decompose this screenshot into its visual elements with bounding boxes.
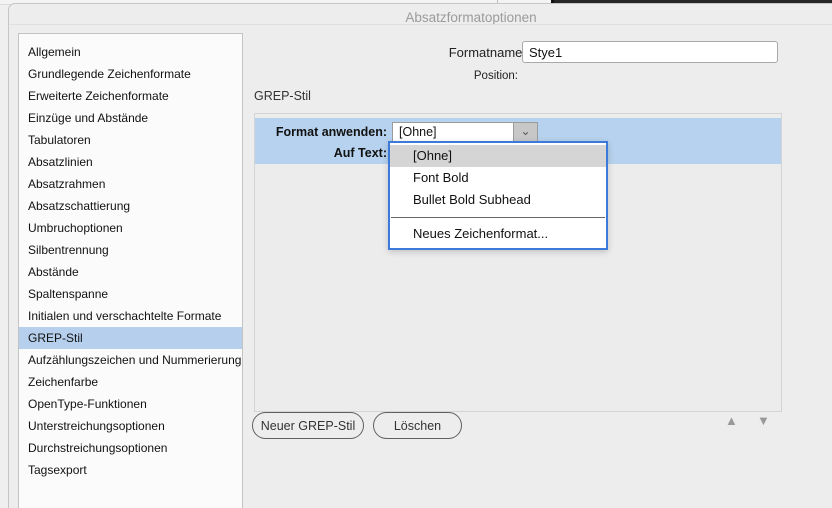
menu-separator (391, 217, 605, 218)
sidebar-item[interactable]: Aufzählungszeichen und Nummerierung (28, 353, 242, 367)
delete-button[interactable]: Löschen (373, 412, 462, 439)
move-up-icon[interactable]: ▲ (725, 413, 738, 428)
sidebar-item[interactable]: Zeichenfarbe (28, 375, 99, 389)
sidebar-item[interactable]: Initialen und verschachtelte Formate (28, 309, 222, 323)
menu-item[interactable]: Bullet Bold Subhead (413, 192, 531, 207)
format-name-label: Formatname: (448, 45, 526, 60)
sidebar-item[interactable]: Tabulatoren (28, 133, 91, 147)
chevron-down-icon[interactable]: ⌄ (513, 123, 537, 142)
dialog-title: Absatzformatoptionen (405, 10, 537, 25)
sidebar-item[interactable]: Silbentrennung (28, 243, 109, 257)
sidebar-item[interactable]: Unterstreichungsoptionen (28, 419, 165, 433)
title-divider (9, 24, 832, 25)
sidebar-item[interactable]: Absatzrahmen (28, 177, 106, 191)
sidebar-item[interactable]: Grundlegende Zeichenformate (28, 67, 191, 81)
sidebar-item[interactable]: GREP-Stil (19, 327, 242, 349)
sidebar-item[interactable]: Absatzlinien (28, 155, 93, 169)
grep-style-list-area: Format anwenden: [Ohne] ⌄ Auf Text: (254, 113, 782, 412)
sidebar-item[interactable]: Umbruchoptionen (28, 221, 123, 235)
sidebar-item[interactable]: Einzüge und Abstände (28, 111, 149, 125)
apply-format-dropdown-value: [Ohne] (399, 125, 437, 139)
to-text-label: Auf Text: (333, 146, 387, 160)
move-down-icon[interactable]: ▼ (757, 413, 770, 428)
grep-style-section-title: GREP-Stil (254, 89, 311, 103)
sidebar-item[interactable]: Tagsexport (28, 463, 87, 477)
sidebar-item[interactable]: Allgemein (28, 45, 81, 59)
position-label: Position: (473, 70, 518, 82)
menu-item[interactable]: Font Bold (413, 170, 469, 185)
new-grep-style-button[interactable]: Neuer GREP-Stil (252, 412, 364, 439)
sidebar-item[interactable]: Abstände (28, 265, 79, 279)
apply-format-label: Format anwenden: (275, 125, 387, 139)
sidebar-item[interactable]: Spaltenspanne (28, 287, 109, 301)
toolbar-divider (497, 0, 498, 5)
sidebar-item[interactable]: Absatzschattierung (28, 199, 131, 213)
sidebar-item[interactable]: Durchstreichungsoptionen (28, 441, 168, 455)
sidebar-item[interactable]: Erweiterte Zeichenformate (28, 89, 169, 103)
format-name-input[interactable] (522, 41, 778, 63)
grep-style-row-selected[interactable]: Format anwenden: [Ohne] ⌄ Auf Text: (255, 118, 781, 164)
sidebar-item[interactable]: OpenType-Funktionen (28, 397, 147, 411)
menu-item-new-character-style[interactable]: Neues Zeichenformat... (413, 226, 549, 241)
menu-item[interactable]: [Ohne] (390, 145, 606, 167)
apply-format-dropdown[interactable]: [Ohne] ⌄ (392, 122, 538, 143)
toolbar-dark-segment (554, 0, 832, 5)
